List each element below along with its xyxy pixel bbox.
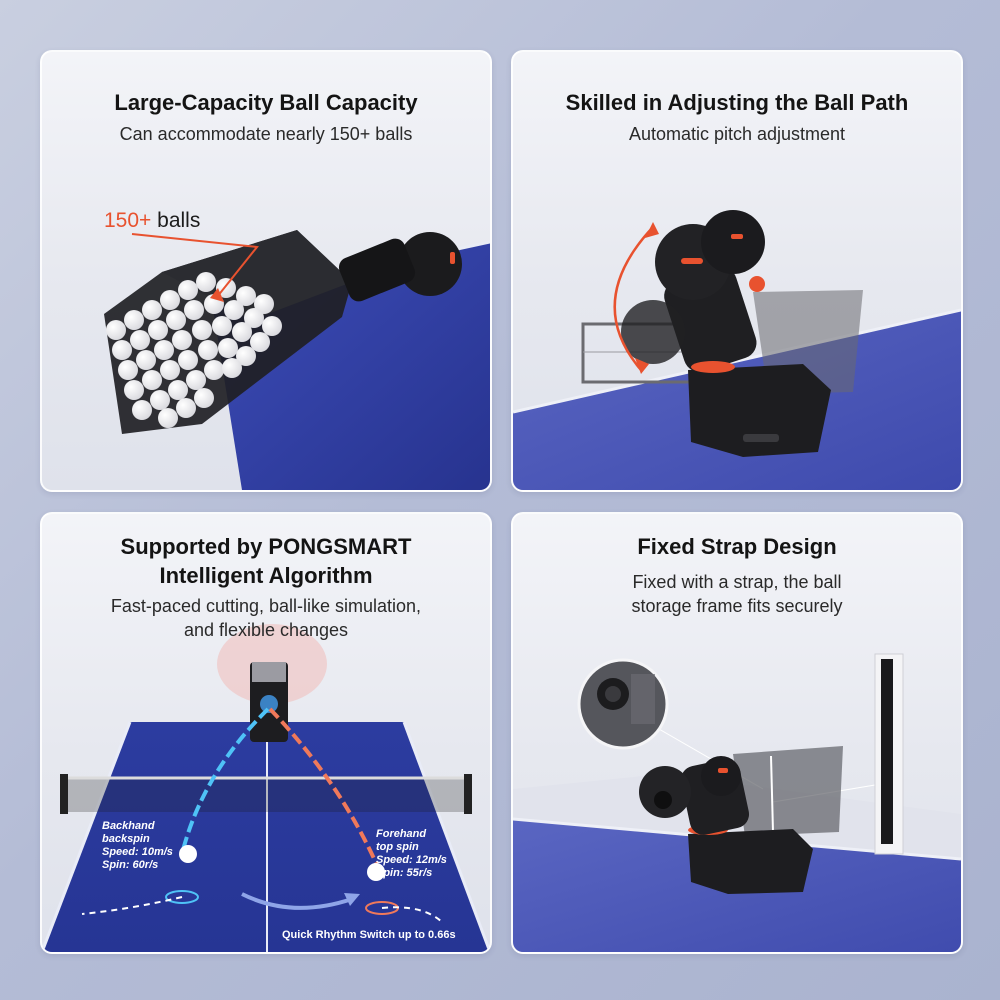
forehand-stats: Forehand top spin Speed: 12m/s Spin: 55r…: [376, 828, 447, 880]
backhand-label: Backhand: [102, 820, 155, 832]
backspin-trajectory: [180, 707, 270, 855]
net: [62, 778, 470, 812]
panel-title-line2: Intelligent Algorithm: [159, 563, 373, 588]
topspin-trajectory: [268, 707, 382, 873]
ball-forehand: [367, 863, 385, 881]
ball-count-unit: balls: [151, 209, 201, 232]
forehand-spin-type: top spin: [376, 841, 419, 853]
forehand-speed: Speed: 12m/s: [376, 854, 447, 866]
switch-arrow: [241, 892, 353, 910]
panel-subtitle: Automatic pitch adjustment: [628, 124, 846, 144]
court-trajectory-illustration: [42, 624, 490, 952]
forehand-spin: Spin: 55r/s: [376, 867, 433, 879]
machine-base: [688, 829, 813, 894]
panel-subtitle-line2: storage frame fits securely: [631, 596, 843, 616]
strap-panel: Fixed Strap Design Fixed with a strap, t…: [511, 512, 963, 954]
ball-count-value: 150+: [104, 209, 152, 232]
strap-illustration: [513, 653, 961, 952]
annotation-arrow: [131, 233, 259, 298]
panel-subtitle-line2: and flexible changes: [183, 620, 349, 640]
backhand-stats: Backhand backspin Speed: 10m/s Spin: 60r…: [102, 820, 173, 872]
ball-hopper: [733, 746, 843, 836]
launcher-head: [398, 232, 462, 296]
pitch-adjust-illustration: [513, 210, 961, 490]
panel-subtitle: Can accommodate nearly 150+ balls: [119, 124, 413, 144]
panel-title: Skilled in Adjusting the Ball Path: [565, 90, 909, 115]
machine-base: [688, 364, 831, 457]
ball-path-panel: Skilled in Adjusting the Ball Path Autom…: [511, 50, 963, 492]
ball-count-annotation: 150+ balls: [104, 209, 200, 233]
pitch-arrow: [613, 226, 654, 371]
panel-subtitle-line1: Fast-paced cutting, ball-like simulation…: [110, 596, 422, 616]
balls-cluster: [106, 272, 282, 428]
backhand-spin-type: backspin: [102, 833, 150, 845]
capacity-panel: Large-Capacity Ball Capacity Can accommo…: [40, 50, 492, 492]
panel-title: Fixed Strap Design: [637, 534, 837, 559]
backhand-speed: Speed: 10m/s: [102, 846, 173, 858]
panel-title-line1: Supported by PONGSMART: [120, 534, 412, 559]
forehand-label: Forehand: [376, 828, 427, 840]
ball-backhand: [179, 845, 197, 863]
panel-subtitle-line1: Fixed with a strap, the ball: [632, 572, 842, 592]
backhand-spin: Spin: 60r/s: [102, 859, 159, 871]
rhythm-caption: Quick Rhythm Switch up to 0.66s: [282, 929, 456, 941]
algorithm-panel: Supported by PONGSMART Intelligent Algor…: [40, 512, 492, 954]
ball-hopper-illustration: [104, 230, 490, 490]
panel-title: Large-Capacity Ball Capacity: [114, 90, 418, 115]
